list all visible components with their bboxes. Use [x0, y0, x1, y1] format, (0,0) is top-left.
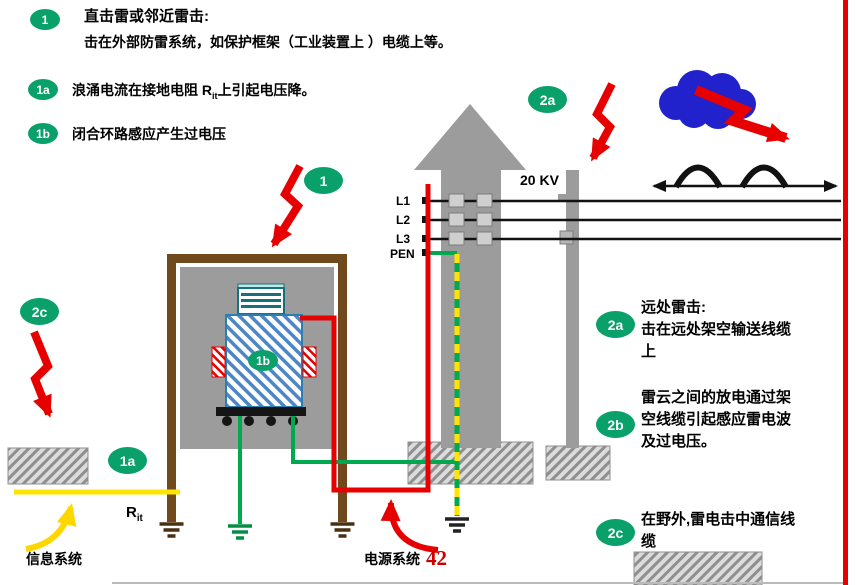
voltage-label: 20 KV [520, 172, 559, 188]
lightning-bolt-direct-strike [270, 164, 304, 248]
ground-symbol-building-right [328, 522, 357, 538]
ground-symbol-earth-wire [226, 524, 254, 540]
legend-1a-text-suffix: 上引起电压降。 [217, 82, 316, 98]
phase-label-l2: L2 [396, 213, 411, 227]
phase-label-l1: L1 [396, 194, 411, 208]
badge-2a-diagram: 2a [528, 86, 567, 113]
surge-arrester-right [302, 346, 317, 378]
remote-strike-desc-line-2: 上 [641, 343, 657, 360]
legend-1-title: 直击雷或邻近雷击: [84, 8, 209, 25]
phase-label-pen: PEN [390, 247, 415, 261]
badge-1a-legend: 1a [28, 79, 58, 100]
tower-insulators [448, 193, 493, 246]
legend-1a-text-prefix: 浪涌电流在接地电阻 R [72, 82, 212, 98]
cloud-discharge-desc-line-2: 空线缆引起感应雷电波 [641, 411, 792, 428]
page-number: 42 [426, 546, 447, 570]
lightning-bolt-remote-strike [589, 82, 616, 162]
ground-block-bottom-right [633, 551, 763, 585]
resistor-label-base: R [126, 504, 137, 521]
pen-conductor-striped [429, 251, 460, 516]
equipment-cabinet [237, 283, 285, 315]
power-wire-red [300, 184, 431, 493]
badge-1a-diagram: 1a [108, 447, 147, 474]
cloud-discharge-desc-line-3: 及过电压。 [641, 433, 717, 450]
lightning-bolt-field-strike [30, 330, 53, 418]
power-lines [430, 199, 841, 241]
ground-block-pole [545, 445, 611, 481]
resistor-label: Rit [126, 504, 143, 525]
info-system-arrow [25, 503, 77, 552]
badge-2c-legend: 2c [596, 519, 635, 546]
badge-1-diagram: 1 [304, 167, 343, 194]
info-system-label: 信息系统 [26, 551, 82, 567]
phase-label-l3: L3 [396, 232, 411, 246]
cloud-discharge-arrow [694, 85, 790, 143]
badge-1b-legend: 1b [28, 123, 58, 144]
remote-strike-desc-line-1: 击在远处架空输送线缆 [641, 321, 792, 338]
badge-2a-legend: 2a [596, 311, 635, 338]
badge-1-legend: 1 [30, 9, 60, 30]
legend-1-desc: 击在外部防雷系统，如保护框架（工业装置上 ）电缆上等。 [84, 34, 452, 50]
field-strike-desc-line-1: 在野外,雷电击中通信线 [641, 511, 796, 528]
bonding-wire-green [291, 416, 455, 464]
legend-1a-text: 浪涌电流在接地电阻 Rit上引起电压降。 [72, 82, 316, 102]
ground-symbol-pen [443, 517, 471, 533]
remote-strike-title: 远处雷击: [641, 299, 706, 316]
transformer-tower [414, 104, 526, 448]
surge-arrester-left [211, 346, 226, 378]
slide-border-right [843, 0, 848, 585]
ground-block-left [7, 447, 89, 485]
legend-1b-text: 闭合环路感应产生过电压 [72, 126, 226, 142]
legend-1a-text-sub: it [212, 90, 218, 101]
resistor-label-sub: it [136, 513, 143, 524]
power-system-label: 电源系统 [364, 551, 420, 567]
utility-pole [558, 170, 579, 448]
badge-2c-diagram: 2c [20, 298, 59, 325]
building-frame [167, 254, 347, 522]
ground-symbol-building-left [157, 522, 186, 538]
cloud-discharge-desc-line-1: 雷云之间的放电通过架 [641, 389, 792, 406]
badge-2b-legend: 2b [596, 411, 635, 438]
induction-wave-arrows [652, 164, 838, 192]
field-strike-desc-line-2: 缆 [641, 533, 657, 550]
terminal-block [216, 407, 306, 426]
badge-1b-device: 1b [248, 350, 278, 371]
power-system-arrow [380, 499, 439, 553]
